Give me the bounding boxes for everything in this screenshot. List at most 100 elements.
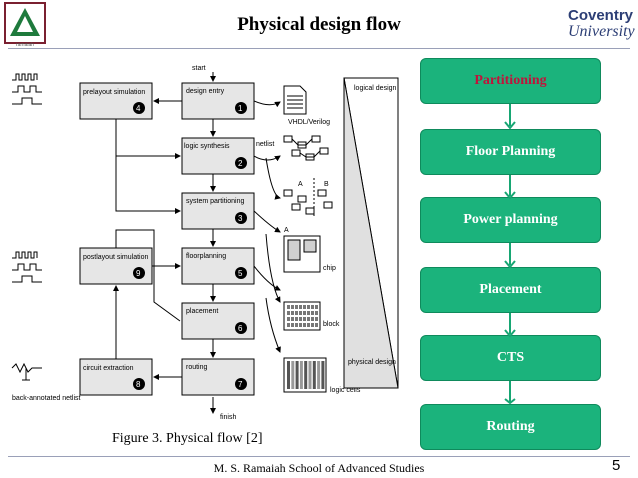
main-step-7-label: routing [186,364,208,371]
back-annotated-text: back-annotated netlist [12,395,81,402]
flow-step-power-planning: Power planning [420,197,601,243]
flow-step-placement: Placement [420,267,601,313]
flow-step-routing: Routing [420,404,601,450]
block-cell [295,317,298,321]
block-cell [311,323,314,327]
block-cell [307,317,310,321]
logical-design-text: logical design [354,85,397,92]
waveform-icon-top [12,73,42,105]
header-bar [0,0,638,52]
block-cell [291,311,294,315]
main-step-6: placement 6 [181,302,255,340]
block-cell [303,317,306,321]
main-step-3-label: system partitioning [186,198,244,205]
flow-step-cts: CTS [420,335,601,381]
vhdl-label: VHDL/Verilog [288,119,330,126]
main-step-7: routing 7 [181,358,255,396]
physical-design-text: physical design [348,359,396,366]
logic-cell [304,361,308,389]
block-cell [287,305,290,309]
main-step-6-num: 6 [238,324,243,333]
page-number: 5 [612,457,621,474]
ramaiah-logo [4,2,46,46]
physical-design-label: physical design [348,359,396,366]
main-step-2-label: logic synthesis [184,143,230,150]
side-step-9-label: postlayout simulation [83,254,148,261]
coventry-logo-line2: University [568,23,635,40]
side-step-4: prelayout simulation 4 [79,82,153,120]
main-step-7-num: 7 [238,380,243,389]
logic-cells-icon [283,357,327,393]
block-cell [307,305,310,309]
side-step-8: circuit extraction 8 [79,358,153,396]
side-step-4-label: prelayout simulation [83,89,145,96]
logic-cell [317,361,321,389]
block-cell [291,323,294,327]
label-b: B [324,181,329,188]
side-step-8-label: circuit extraction [83,365,134,372]
main-step-3: system partitioning 3 [181,192,255,230]
side-step-4-num: 4 [136,104,141,113]
block-cell [299,323,302,327]
main-step-1: design entry 1 [181,82,255,120]
logic-cell [295,361,299,389]
block-cell [307,323,310,327]
coventry-logo-line1: Coventry [568,7,634,24]
logic-cell [291,361,295,389]
netlist-label: netlist [256,141,274,148]
side-step-9: postlayout simulation 9 [79,247,153,285]
block-cell [299,311,302,315]
ramaiah-logo-text: ramaiah [15,42,35,48]
main-step-1-label: design entry [186,88,225,95]
footer-divider [8,456,630,457]
flow-step-floor-planning: Floor Planning [420,129,601,175]
flow-arrows [504,104,516,404]
block-cell [295,323,298,327]
netlist-icon [283,135,329,161]
block-label: block [323,321,340,328]
back-annotated-label: back-annotated netlist [12,395,81,402]
block-cell [307,311,310,315]
waveform-icon-mid [12,251,42,283]
block-cell [287,317,290,321]
logic-cell [287,361,290,389]
block-cell [291,305,294,309]
block-cell [315,311,318,315]
block-cell [295,305,298,309]
logic-cell [321,361,325,389]
label-a2: A [284,227,289,234]
partition-icon [283,189,333,215]
logical-design-label: logical design [354,85,397,92]
logic-cell [308,361,312,389]
title-divider [8,48,630,49]
main-step-6-label: placement [186,308,218,315]
main-step-2: logic synthesis 2 [181,137,255,175]
physical-flow-figure: start finish design entry 1 logic synthe… [8,58,410,430]
logic-cell [299,361,303,389]
main-step-3-label-text: system partitioning [186,198,244,205]
block-cell [291,317,294,321]
block-cell [299,305,302,309]
main-step-3-num: 3 [238,214,243,223]
footer-text: M. S. Ramaiah School of Advanced Studies [213,461,425,475]
main-step-5-label: floorplanning [186,253,226,260]
main-step-1-num: 1 [238,104,243,113]
side-step-9-num: 9 [136,269,141,278]
block-cell [303,311,306,315]
main-step-2-num: 2 [238,159,243,168]
coventry-logo: Coventry University [568,7,635,41]
block-cell [299,317,302,321]
logic-cell [312,361,316,389]
block-cell [311,305,314,309]
slide-title: Physical design flow [237,14,401,35]
block-cell [315,317,318,321]
block-cell [311,317,314,321]
document-icon [283,85,307,115]
block-icon [283,301,321,331]
block-cell [311,311,314,315]
chip-label: chip [323,265,336,272]
start-label: start [192,65,206,72]
block-cell [295,311,298,315]
block-cell [315,323,318,327]
main-step-5-num: 5 [238,269,243,278]
